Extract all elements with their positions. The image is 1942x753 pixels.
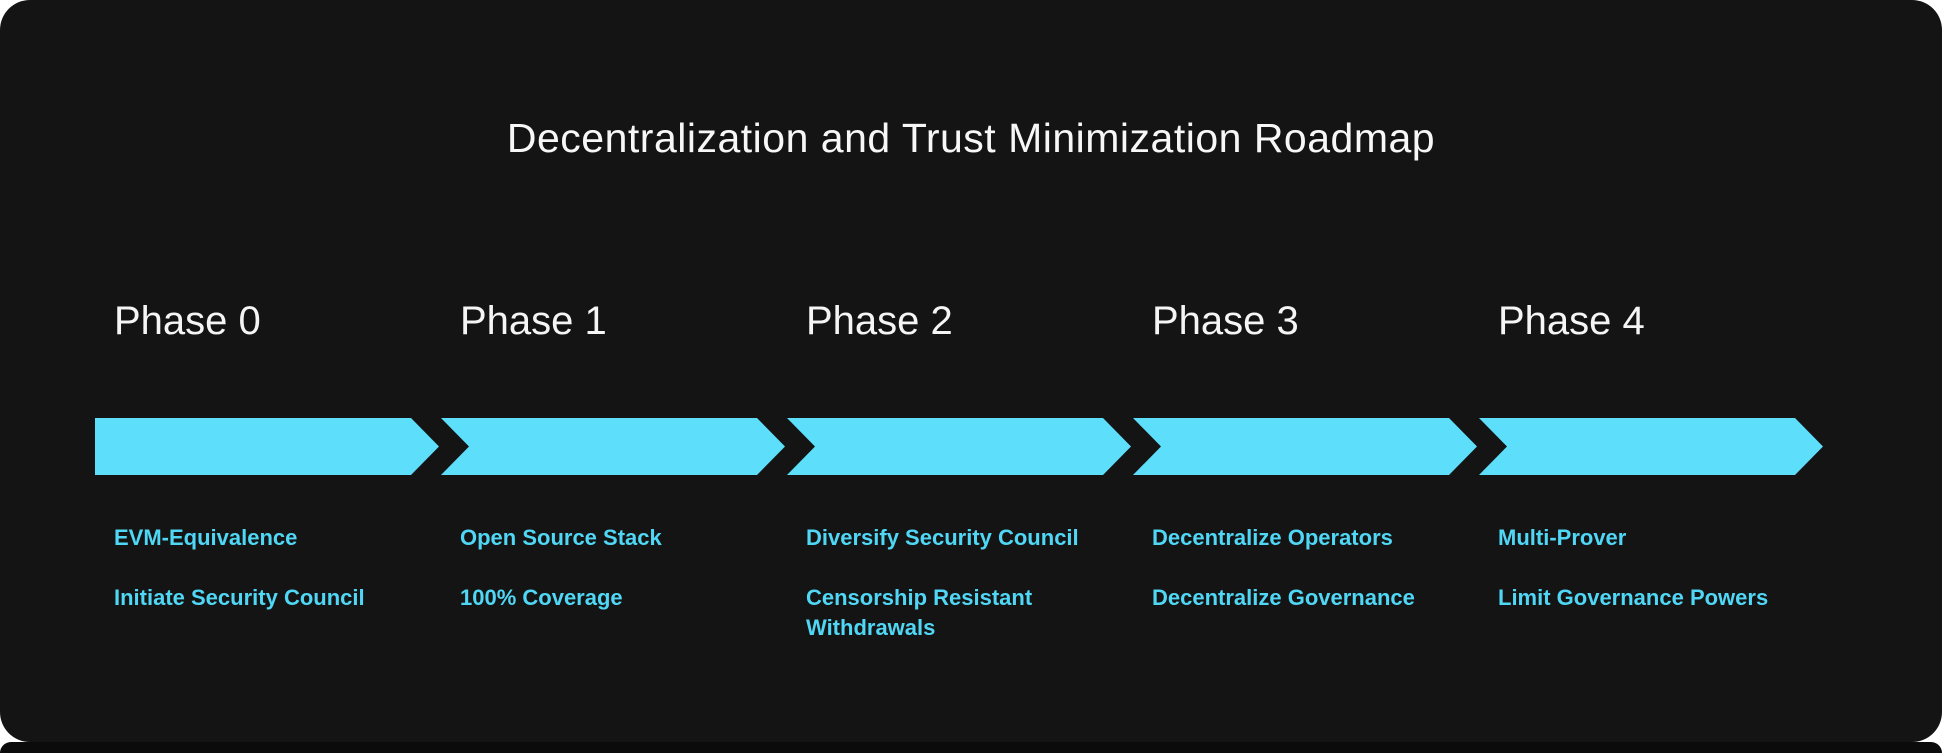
phase-item: 100% Coverage <box>460 585 623 610</box>
phase-0-items: EVM-Equivalence Initiate Security Counci… <box>95 523 441 643</box>
phase-3-arrow <box>1133 418 1477 475</box>
phase-4-items: Multi-Prover Limit Governance Powers <box>1479 523 1825 643</box>
page-title: Decentralization and Trust Minimization … <box>506 115 1436 161</box>
phase-4-label: Phase 4 <box>1498 299 1645 343</box>
phase-item: Initiate Security Council <box>114 585 365 610</box>
phase-item: Decentralize Operators <box>1152 525 1393 550</box>
phase-2-arrow <box>787 418 1131 475</box>
phase-item: Censorship Resistant Withdrawals <box>806 585 1033 640</box>
phase-item: Multi-Prover <box>1498 525 1627 550</box>
phase-item: Diversify Security Council <box>806 525 1079 550</box>
phase-2-label: Phase 2 <box>806 299 953 343</box>
phase-1-arrow <box>441 418 785 475</box>
phase-1-items: Open Source Stack 100% Coverage <box>441 523 787 643</box>
phase-1-label: Phase 1 <box>460 299 607 343</box>
phase-item: Open Source Stack <box>460 525 662 550</box>
phase-item: Limit Governance Powers <box>1498 585 1769 610</box>
phase-0-arrow <box>95 418 439 475</box>
phase-3-label: Phase 3 <box>1152 299 1299 343</box>
phase-item: EVM-Equivalence <box>114 525 298 550</box>
phase-4-arrow <box>1479 418 1823 475</box>
phase-3-items: Decentralize Operators Decentralize Gove… <box>1133 523 1479 643</box>
phase-0-label: Phase 0 <box>114 299 261 343</box>
phase-item: Decentralize Governance <box>1152 585 1415 610</box>
timeline-arrows <box>95 418 1823 475</box>
next-section-strip <box>0 742 1942 753</box>
phase-2-items: Diversify Security Council Censorship Re… <box>787 523 1133 673</box>
